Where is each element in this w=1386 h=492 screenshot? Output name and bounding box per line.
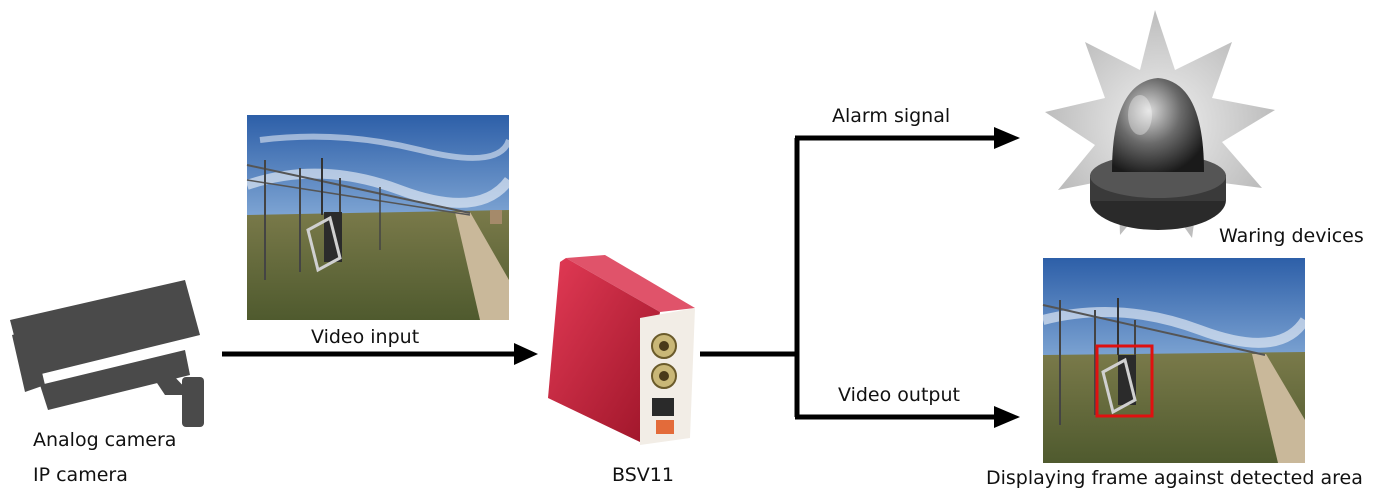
video-input-arrow bbox=[222, 343, 538, 365]
video-output-label: Video output bbox=[838, 384, 960, 406]
warning-devices-label: Waring devices bbox=[1219, 225, 1364, 247]
ip-camera-label: IP camera bbox=[33, 464, 128, 486]
alarm-arrow-head bbox=[994, 127, 1020, 149]
bsv11-device-icon bbox=[548, 255, 695, 445]
output-caption-label: Displaying frame against detected area bbox=[986, 467, 1363, 489]
video-input-photo bbox=[245, 115, 514, 320]
video-input-label: Video input bbox=[311, 326, 419, 348]
detection-box bbox=[1095, 344, 1154, 418]
device-name-label: BSV11 bbox=[612, 464, 674, 486]
warning-light-icon bbox=[1045, 10, 1275, 238]
analog-camera-label: Analog camera bbox=[33, 429, 176, 451]
alarm-signal-label: Alarm signal bbox=[832, 105, 950, 127]
camera-icon bbox=[10, 280, 204, 427]
video-output-arrow-head bbox=[994, 406, 1020, 428]
video-output-photo bbox=[1041, 258, 1310, 463]
output-split-arrows bbox=[700, 135, 998, 420]
